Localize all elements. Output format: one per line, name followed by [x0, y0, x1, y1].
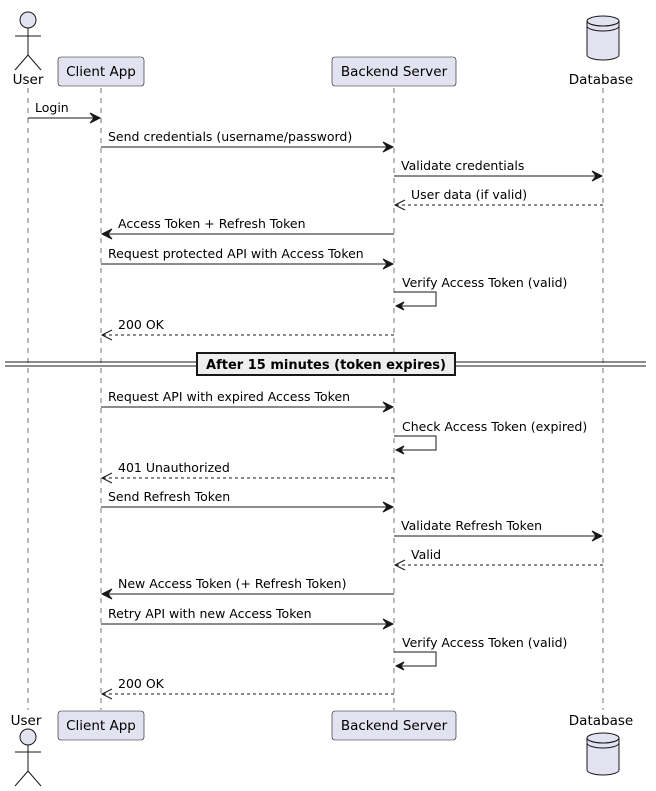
message-9: Request API with expired Access Token: [101, 389, 395, 413]
message-8: 200 OK: [100, 317, 394, 341]
message-11: 401 Unauthorized: [100, 460, 394, 484]
message-label: Login: [35, 100, 69, 115]
arrow-head: [591, 170, 604, 182]
arrow-head: [394, 445, 405, 455]
message-label: User data (if valid): [411, 187, 527, 202]
participant-client-bottom: Client App: [57, 710, 145, 741]
message-label: Access Token + Refresh Token: [118, 216, 306, 231]
message-4: User data (if valid): [393, 187, 603, 211]
database-icon: [586, 732, 620, 776]
message-12: Send Refresh Token: [101, 489, 395, 513]
participant-database-top: Database: [569, 15, 633, 88]
message-3: Validate credentials: [394, 158, 604, 182]
participant-database-bottom: Database: [569, 713, 633, 776]
participant-user-bottom: User: [11, 713, 42, 787]
arrow-head: [100, 472, 113, 484]
participant-backend-bottom: Backend Server: [331, 710, 457, 741]
message-label: Send Refresh Token: [108, 489, 230, 504]
message-label: Validate Refresh Token: [401, 518, 542, 533]
message-18: 200 OK: [100, 676, 394, 700]
arrow-head: [382, 141, 395, 153]
message-label: Verify Access Token (valid): [402, 275, 567, 290]
arrow-head: [100, 228, 113, 240]
message-label: 401 Unauthorized: [118, 460, 230, 475]
actor-icon: [14, 11, 42, 71]
participant-user-label: User: [13, 72, 44, 88]
message-label: New Access Token (+ Refresh Token): [118, 576, 347, 591]
self-message-line: [394, 291, 437, 307]
self-message-line: [394, 651, 437, 667]
message-label: Verify Access Token (valid): [402, 635, 567, 650]
message-17: Verify Access Token (valid): [394, 635, 567, 671]
message-15: New Access Token (+ Refresh Token): [100, 576, 394, 600]
arrow-head: [393, 199, 406, 211]
participant-user-label: User: [11, 713, 42, 729]
message-label: 200 OK: [118, 317, 165, 332]
arrow-head: [89, 112, 102, 124]
message-1: Login: [28, 100, 102, 124]
arrow-head: [382, 401, 395, 413]
arrow-head: [394, 661, 405, 671]
participant-client-label: Client App: [66, 64, 136, 80]
message-10: Check Access Token (expired): [394, 419, 587, 455]
participant-user-top: User: [13, 11, 44, 88]
message-label: Request API with expired Access Token: [108, 389, 350, 404]
message-6: Request protected API with Access Token: [101, 246, 395, 270]
arrow-head: [100, 329, 113, 341]
message-label: Check Access Token (expired): [402, 419, 587, 434]
participant-database-label: Database: [569, 713, 633, 729]
arrow-head: [591, 530, 604, 542]
message-label: Validate credentials: [401, 158, 524, 173]
arrow-head: [394, 301, 405, 311]
self-message-line: [394, 435, 437, 451]
message-label: Retry API with new Access Token: [108, 606, 312, 621]
message-16: Retry API with new Access Token: [101, 606, 395, 630]
arrow-head: [393, 559, 406, 571]
participant-backend-top: Backend Server: [331, 56, 457, 87]
arrow-head: [382, 618, 395, 630]
message-7: Verify Access Token (valid): [394, 275, 567, 311]
message-2: Send credentials (username/password): [101, 129, 395, 153]
participant-backend-label: Backend Server: [341, 718, 448, 734]
arrow-head: [100, 588, 113, 600]
participant-database-label: Database: [569, 72, 633, 88]
actor-icon: [14, 728, 42, 787]
database-icon: [586, 15, 620, 61]
message-14: Valid: [393, 547, 603, 571]
message-13: Validate Refresh Token: [394, 518, 604, 542]
arrow-head: [382, 258, 395, 270]
time-divider: After 15 minutes (token expires): [5, 352, 646, 376]
message-label: 200 OK: [118, 676, 165, 691]
arrow-head: [100, 688, 113, 700]
participant-backend-label: Backend Server: [341, 64, 448, 80]
participant-client-top: Client App: [57, 56, 145, 87]
arrow-head: [382, 501, 395, 513]
message-label: Request protected API with Access Token: [108, 246, 364, 261]
divider-label: After 15 minutes (token expires): [206, 358, 446, 373]
participant-client-label: Client App: [66, 718, 136, 734]
message-label: Send credentials (username/password): [108, 129, 352, 144]
message-5: Access Token + Refresh Token: [100, 216, 394, 240]
message-label: Valid: [411, 547, 441, 562]
